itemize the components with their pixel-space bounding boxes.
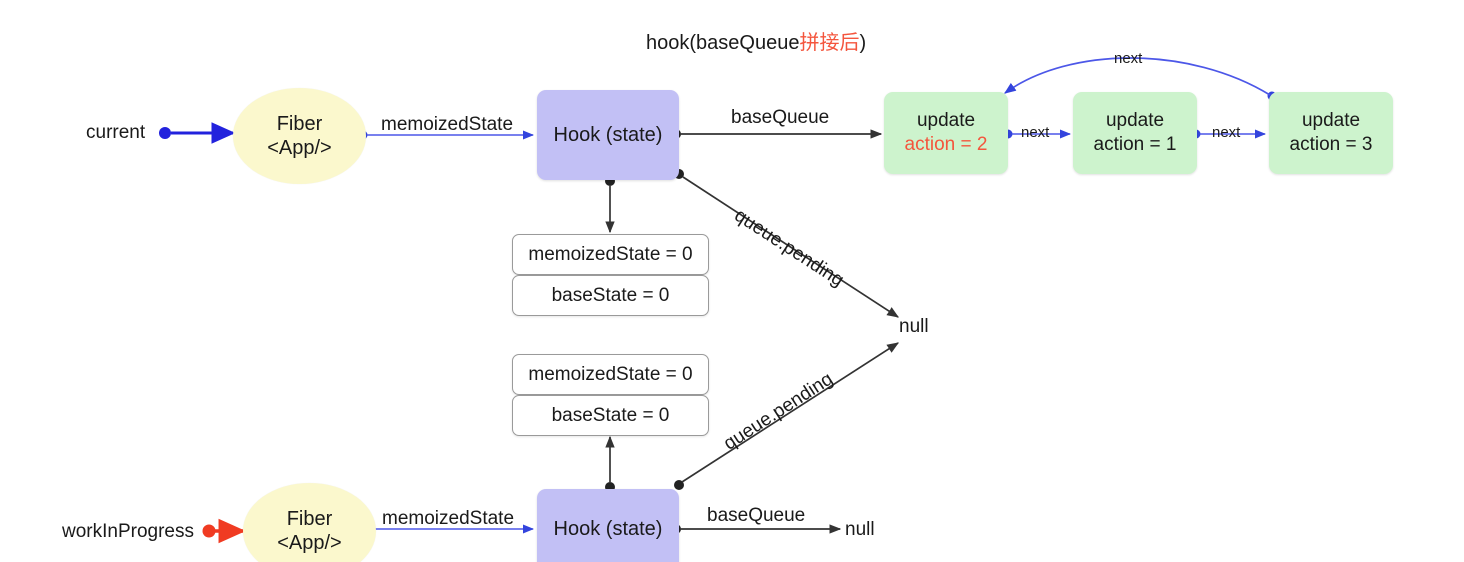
wip-fiber-node[interactable]: Fiber <App/> [243,483,376,562]
update-3-line1: update [1301,110,1361,132]
edge-label-update1-next: next [1021,124,1050,141]
update-1-line1: update [916,110,976,132]
update-1-line2: action = 2 [904,134,988,155]
page-title-prefix: hook(baseQueue [646,32,800,54]
current-fiber-line2: <App/> [267,137,332,159]
wip-source-dot [202,524,216,538]
current-state-row-0: memoizedState = 0 [512,234,709,275]
update-3-node[interactable]: update action = 3 [1269,92,1393,174]
wip-state-row-0-label: memoizedState = 0 [528,363,693,385]
edge-label-current-basequeue: baseQueue [731,107,830,128]
current-hook-label: Hook (state) [553,123,663,146]
entry-label-current: current [86,122,146,143]
update-2-node[interactable]: update action = 1 [1073,92,1197,174]
edge-label-update2-next: next [1212,124,1241,141]
wip-hook-label: Hook (state) [553,518,663,540]
edge-label-current-queuepending: queue.pending [730,205,848,292]
null-queue-pending: null [899,316,929,337]
page-title-suffix: ) [859,32,867,54]
entry-label-workinprogress: workInProgress [62,521,194,542]
wip-fiber-line2: <App/> [277,532,342,554]
wip-state-row-1-label: baseState = 0 [551,404,670,426]
page-title-cn: 拼接后 [799,32,860,54]
wip-fiber-line1: Fiber [286,507,333,530]
edge-label-wip-queuepending: queue.pending [720,368,837,455]
current-state-row-0-label: memoizedState = 0 [528,243,693,265]
current-hook-node[interactable]: Hook (state) [537,90,679,180]
current-source-dot [159,127,171,139]
update-3-line2: action = 3 [1289,134,1373,155]
current-state-row-1-label: baseState = 0 [551,284,670,306]
current-state-row-1: baseState = 0 [512,275,709,316]
wip-hook-node[interactable]: Hook (state) [537,489,679,562]
page-title: hook(baseQueue拼接后) [646,26,866,55]
edge-label-wip-memoizedstate: memoizedState [382,508,515,529]
wip-state-row-1: baseState = 0 [512,395,709,436]
current-fiber-node[interactable]: Fiber <App/> [233,88,366,184]
edge-label-update3-next-loop: next [1114,50,1143,67]
edge-label-current-memoizedstate: memoizedState [381,114,514,135]
update-1-node[interactable]: update action = 2 [884,92,1008,174]
update-2-line1: update [1105,110,1165,132]
null-wip-basequeue: null [845,519,875,540]
current-fiber-line1: Fiber [276,112,323,135]
update-2-line2: action = 1 [1093,134,1177,155]
wip-hook-corner-dot [674,480,684,490]
wip-state-row-0: memoizedState = 0 [512,354,709,395]
edge-label-wip-basequeue: baseQueue [707,505,806,526]
